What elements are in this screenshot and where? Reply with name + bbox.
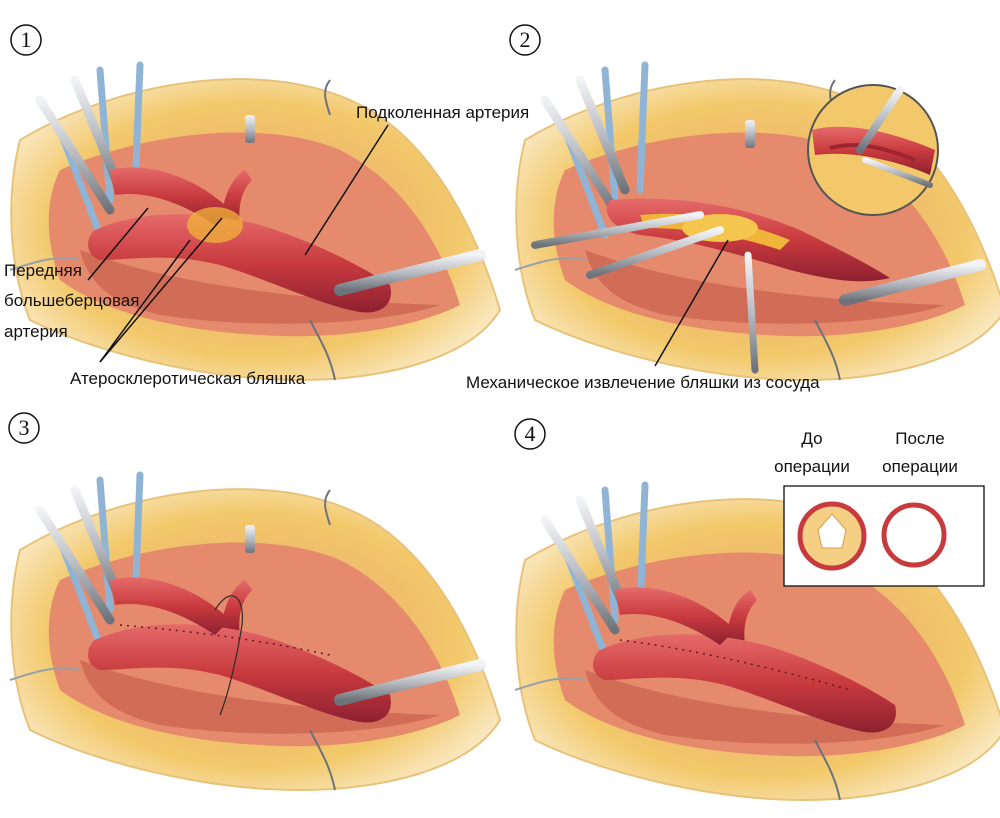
step-2-circle xyxy=(509,24,541,56)
label-anterior-tibial-2: большеберцовая xyxy=(4,291,139,310)
plaque-highlight xyxy=(187,207,243,243)
leader-line xyxy=(99,239,191,363)
label-after-2: операции xyxy=(882,457,958,476)
suture-line xyxy=(119,624,331,656)
leader-line xyxy=(87,207,149,281)
forceps-icon xyxy=(531,211,704,249)
step-1-circle xyxy=(10,24,42,56)
panel-3: 3 xyxy=(8,412,500,790)
clip-icon xyxy=(245,115,255,143)
label-anterior-tibial-1: Передняя xyxy=(4,261,82,280)
label-extraction: Механическое извлечение бляшки из сосуда xyxy=(466,373,820,392)
label-before-1: До xyxy=(801,429,822,448)
label-after-1: После xyxy=(895,429,945,448)
scissors-icon xyxy=(856,86,904,154)
after-cross-section xyxy=(881,502,947,568)
comparison-box xyxy=(783,485,985,587)
magnified-inset xyxy=(807,84,939,216)
spatula-icon xyxy=(744,251,759,374)
step-4-number: 4 xyxy=(525,421,536,446)
label-plaque: Атеросклеротическая бляшка xyxy=(70,369,306,388)
label-popliteal-artery: Подколенная артерия xyxy=(356,103,529,122)
leader-line xyxy=(304,124,389,256)
panel-2: 2 Механическое извлечение бляшки из сосу… xyxy=(466,24,1000,392)
clamp-icon xyxy=(839,259,986,306)
leader-line xyxy=(654,239,729,367)
step-2-number: 2 xyxy=(520,27,531,52)
label-anterior-tibial-3: артерия xyxy=(4,322,68,341)
leader-line xyxy=(99,217,223,363)
step-1-number: 1 xyxy=(21,27,32,52)
forceps-icon xyxy=(586,226,724,279)
clip-icon xyxy=(745,120,755,148)
clamp-icon xyxy=(334,249,486,296)
step-3-number: 3 xyxy=(19,415,30,440)
clip-icon xyxy=(245,525,255,553)
clamp-icon xyxy=(334,659,486,706)
panel-1: 1 Подколенная артерия Передняя большебер… xyxy=(4,24,529,388)
narrow-lumen xyxy=(817,513,847,549)
suture-thread xyxy=(214,595,243,716)
panel-4: 4 До операции После операции xyxy=(514,418,1000,800)
label-before-2: операции xyxy=(774,457,850,476)
suture-line xyxy=(619,639,851,691)
step-3-circle xyxy=(8,412,40,444)
step-4-circle xyxy=(514,418,546,450)
